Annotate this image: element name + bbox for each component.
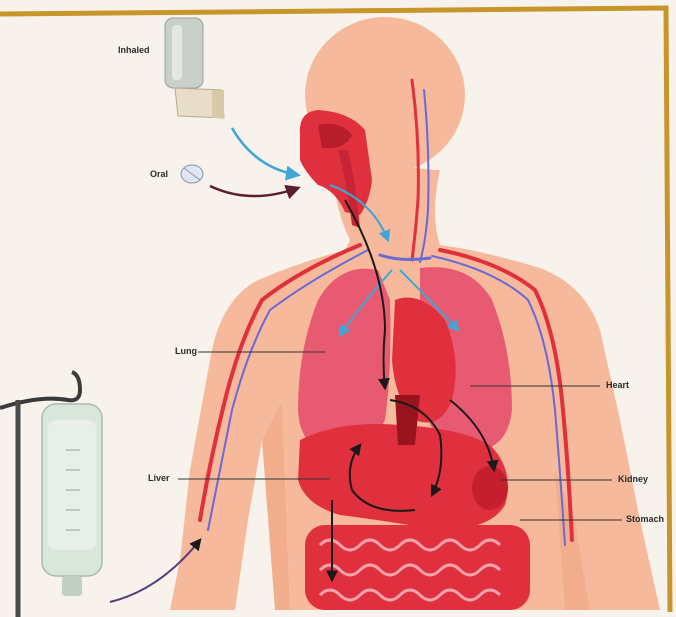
inhaled-arrow: [232, 128, 298, 175]
label-heart: Heart: [606, 380, 629, 390]
iv-drip-icon: [0, 372, 200, 617]
label-kidney: Kidney: [618, 474, 648, 484]
pill-icon: [181, 165, 203, 183]
label-liver: Liver: [148, 473, 170, 483]
label-inhaled: Inhaled: [118, 45, 150, 55]
inhaler-icon: [165, 18, 224, 118]
label-oral: Oral: [150, 169, 168, 179]
intestines: [305, 525, 530, 610]
label-stomach: Stomach: [626, 514, 664, 524]
oral-arrow: [210, 186, 298, 196]
oral-cavity: [300, 110, 372, 228]
label-lung: Lung: [175, 346, 197, 356]
